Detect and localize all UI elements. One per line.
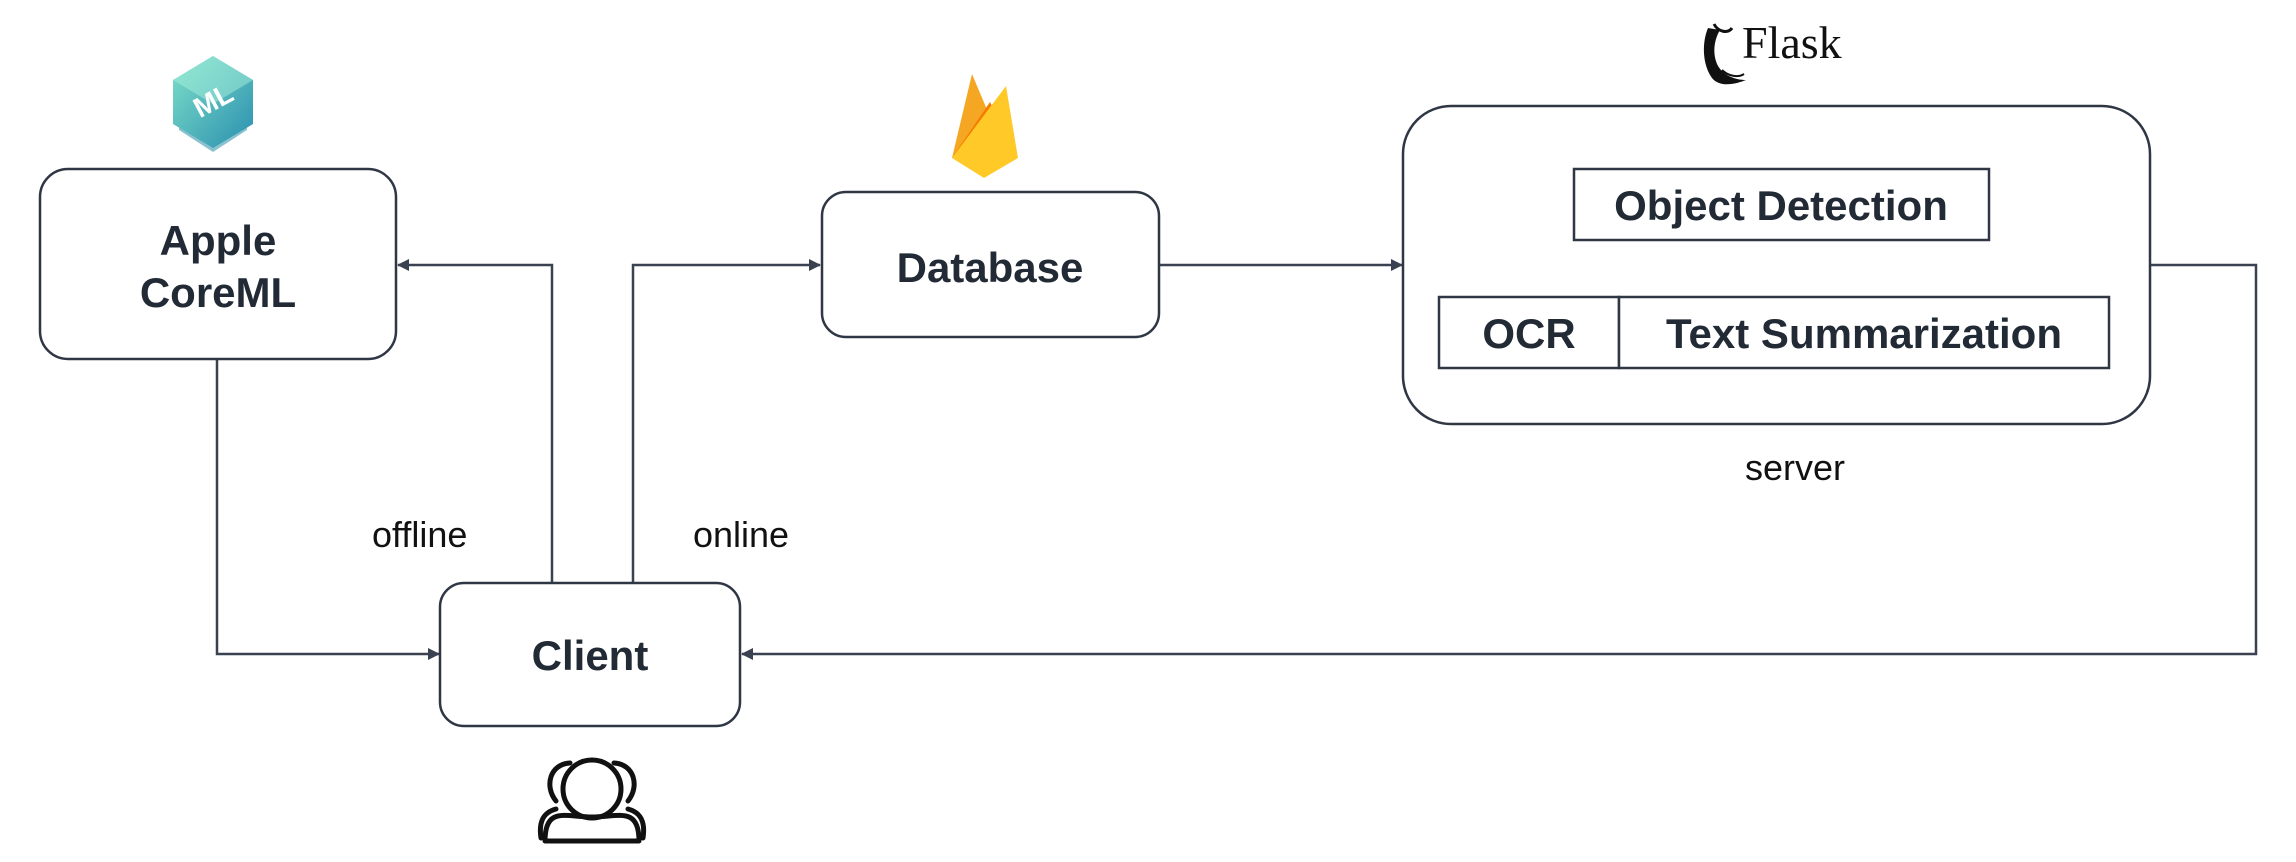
ocr-box (1437, 295, 1621, 370)
client-node: Client (438, 581, 742, 728)
object-detection-box (1572, 167, 1991, 242)
edges (215, 259, 2258, 660)
users-icon (537, 757, 647, 844)
edge-label-offline: offline (372, 514, 467, 555)
edge-client-to-database (631, 259, 821, 582)
coreml-logo-icon: ML (173, 56, 253, 152)
text-summarization-label: Text Summarization (1666, 310, 2062, 357)
ocr-label: OCR (1482, 310, 1575, 357)
database-label: Database (897, 244, 1084, 291)
server-node: Object Detection OCR Text Summarization (1401, 104, 2152, 426)
edge-client-to-coreml (397, 259, 554, 582)
firebase-logo-icon (952, 74, 1018, 178)
edge-coreml-to-client (215, 360, 440, 660)
coreml-label-line1: Apple (160, 217, 277, 264)
flask-logo-text: Flask (1742, 17, 1842, 68)
coreml-label-line2: CoreML (140, 269, 296, 316)
edge-server-to-client (741, 263, 2258, 660)
database-node: Database (820, 190, 1161, 339)
database-box (820, 190, 1161, 339)
object-detection-label: Object Detection (1614, 182, 1948, 229)
coreml-box (38, 167, 398, 361)
edge-label-online: online (693, 514, 789, 555)
server-caption: server (1745, 447, 1845, 488)
client-box (438, 581, 742, 728)
client-label: Client (532, 632, 649, 679)
flask-logo-icon (1703, 23, 1746, 85)
coreml-node: Apple CoreML (38, 167, 398, 361)
server-box (1401, 104, 2152, 426)
text-summarization-box (1617, 295, 2111, 370)
